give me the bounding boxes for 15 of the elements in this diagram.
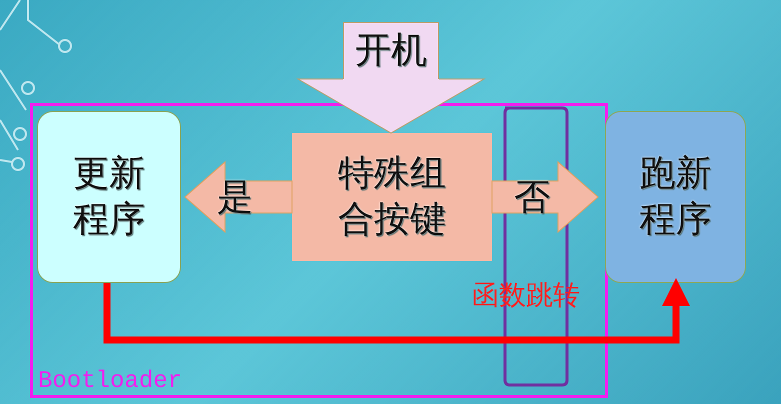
arrow <box>104 278 690 344</box>
edge-label: 是 <box>217 176 253 220</box>
node-label: 特殊组合按键 <box>337 152 447 242</box>
block-arrow <box>184 160 292 234</box>
frame-title: Bootloader <box>38 368 182 395</box>
arrow-block <box>343 22 439 79</box>
process-box <box>605 111 746 283</box>
node-label: 更新程序 <box>72 152 146 242</box>
process-box <box>292 133 492 261</box>
node-label: 跑新程序 <box>638 152 712 242</box>
edge-label: 否 <box>514 176 550 220</box>
process-box <box>37 111 181 283</box>
block-arrow <box>296 78 486 134</box>
node-label: 开机 <box>354 29 428 73</box>
block-arrow <box>492 160 599 234</box>
